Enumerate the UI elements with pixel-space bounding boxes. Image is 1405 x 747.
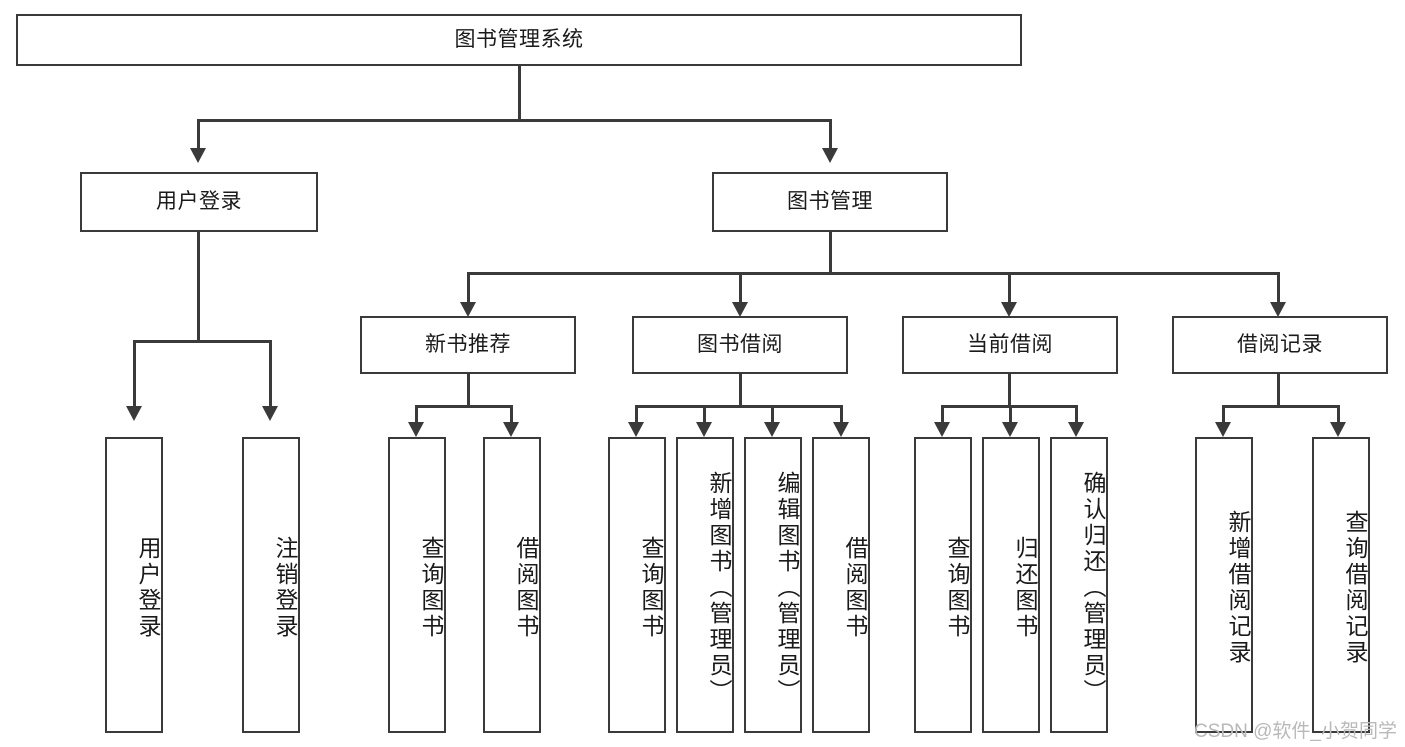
connector-book-borrow-bus bbox=[635, 405, 843, 408]
connector-borrow-record-leaf-1 bbox=[1337, 405, 1340, 425]
connector-book-borrow-leaf-2 bbox=[771, 405, 774, 425]
arrow-book-borrow-leaf-2 bbox=[764, 422, 780, 437]
connector-current-borrow-leaf-1 bbox=[1009, 405, 1012, 425]
arrow-current-borrow-leaf-1 bbox=[1002, 422, 1018, 437]
node-new-book-recommend[interactable]: 新书推荐 bbox=[360, 316, 576, 374]
leaf-user-login-logout[interactable]: 注销登录 bbox=[242, 437, 300, 733]
connector-user-login-bus bbox=[133, 340, 269, 343]
connector-to-borrow-record bbox=[1277, 272, 1280, 304]
connector-borrow-record-bus bbox=[1222, 405, 1340, 408]
connector-root-to-book-management bbox=[829, 119, 832, 150]
leaf-current-borrow-return-book[interactable]: 归还图书 bbox=[982, 437, 1040, 733]
node-label: 用户登录 bbox=[135, 536, 161, 640]
connector-current-borrow-leaf-0 bbox=[941, 405, 944, 425]
arrow-book-borrow-leaf-1 bbox=[696, 422, 712, 437]
connector-book-borrow-leaf-0 bbox=[635, 405, 638, 425]
node-label: 编辑图书（管理员） bbox=[774, 471, 800, 705]
arrow-to-new-book-recommend bbox=[460, 302, 476, 317]
connector-new-book-recommend-bus bbox=[415, 405, 513, 408]
node-book-management[interactable]: 图书管理 bbox=[712, 172, 948, 232]
leaf-user-login-user-login[interactable]: 用户登录 bbox=[105, 437, 163, 733]
connector-root-stem bbox=[518, 66, 521, 120]
arrow-user-login-leaf-1 bbox=[262, 406, 278, 421]
arrow-new-book-recommend-leaf-0 bbox=[408, 422, 424, 437]
leaf-book-borrow-edit-book-admin[interactable]: 编辑图书（管理员） bbox=[744, 437, 802, 733]
connector-new-book-recommend-leaf-0 bbox=[415, 405, 418, 425]
arrow-user-login-leaf-0 bbox=[126, 406, 142, 421]
connector-current-borrow-stem bbox=[1008, 374, 1011, 407]
connector-current-borrow-leaf-2 bbox=[1075, 405, 1078, 425]
node-label: 查询图书 bbox=[944, 536, 970, 640]
node-label: 新书推荐 bbox=[425, 333, 511, 357]
node-borrow-record[interactable]: 借阅记录 bbox=[1172, 316, 1388, 374]
connector-user-login-leaf-1 bbox=[269, 340, 272, 408]
node-label: 归还图书 bbox=[1012, 536, 1038, 640]
connector-book-borrow-leaf-3 bbox=[840, 405, 843, 425]
connector-user-login-stem bbox=[197, 232, 200, 342]
leaf-new-book-recommend-borrow-book[interactable]: 借阅图书 bbox=[483, 437, 541, 733]
connector-to-new-book-recommend bbox=[467, 272, 470, 304]
node-label: 图书管理 bbox=[787, 190, 873, 214]
node-root-book-management-system[interactable]: 图书管理系统 bbox=[16, 14, 1022, 66]
arrow-book-borrow-leaf-0 bbox=[628, 422, 644, 437]
node-current-borrow[interactable]: 当前借阅 bbox=[902, 316, 1118, 374]
node-user-login[interactable]: 用户登录 bbox=[80, 172, 318, 232]
leaf-book-borrow-add-book-admin[interactable]: 新增图书（管理员） bbox=[676, 437, 734, 733]
node-label: 注销登录 bbox=[272, 536, 298, 640]
node-label: 查询图书 bbox=[418, 536, 444, 640]
node-label: 确认归还（管理员） bbox=[1080, 471, 1106, 705]
connector-book-borrow-leaf-1 bbox=[703, 405, 706, 425]
node-label: 当前借阅 bbox=[967, 333, 1053, 357]
arrow-current-borrow-leaf-0 bbox=[934, 422, 950, 437]
connector-level2-bus bbox=[467, 272, 1279, 275]
arrow-to-book-borrow bbox=[732, 302, 748, 317]
connector-book-management-stem bbox=[829, 232, 832, 274]
leaf-new-book-recommend-query-book[interactable]: 查询图书 bbox=[388, 437, 446, 733]
leaf-current-borrow-query-book[interactable]: 查询图书 bbox=[914, 437, 972, 733]
arrow-root-to-user-login bbox=[190, 148, 206, 163]
leaf-borrow-record-query-record[interactable]: 查询借阅记录 bbox=[1312, 437, 1370, 733]
node-label: 查询图书 bbox=[638, 536, 664, 640]
node-label: 图书借阅 bbox=[697, 333, 783, 357]
node-label: 图书管理系统 bbox=[454, 28, 584, 52]
connector-book-borrow-stem bbox=[739, 374, 742, 407]
leaf-book-borrow-query-book[interactable]: 查询图书 bbox=[608, 437, 666, 733]
arrow-new-book-recommend-leaf-1 bbox=[503, 422, 519, 437]
connector-to-current-borrow bbox=[1008, 272, 1011, 304]
arrow-to-current-borrow bbox=[1001, 302, 1017, 317]
connector-borrow-record-leaf-0 bbox=[1222, 405, 1225, 425]
arrow-borrow-record-leaf-0 bbox=[1215, 422, 1231, 437]
node-label: 借阅图书 bbox=[842, 536, 868, 640]
connector-root-bus bbox=[197, 119, 832, 122]
arrow-root-to-book-management bbox=[822, 148, 838, 163]
node-label: 借阅图书 bbox=[513, 536, 539, 640]
connector-user-login-leaf-0 bbox=[133, 340, 136, 408]
connector-borrow-record-stem bbox=[1277, 374, 1280, 407]
node-label: 借阅记录 bbox=[1237, 333, 1323, 357]
node-label: 用户登录 bbox=[156, 190, 242, 214]
leaf-book-borrow-borrow-book[interactable]: 借阅图书 bbox=[812, 437, 870, 733]
node-label: 新增图书（管理员） bbox=[706, 471, 732, 705]
arrow-book-borrow-leaf-3 bbox=[833, 422, 849, 437]
leaf-current-borrow-confirm-return-admin[interactable]: 确认归还（管理员） bbox=[1050, 437, 1108, 733]
node-label: 新增借阅记录 bbox=[1225, 510, 1251, 666]
node-book-borrow[interactable]: 图书借阅 bbox=[632, 316, 848, 374]
connector-new-book-recommend-leaf-1 bbox=[510, 405, 513, 425]
arrow-borrow-record-leaf-1 bbox=[1330, 422, 1346, 437]
arrow-to-borrow-record bbox=[1270, 302, 1286, 317]
leaf-borrow-record-add-record[interactable]: 新增借阅记录 bbox=[1195, 437, 1253, 733]
arrow-current-borrow-leaf-2 bbox=[1068, 422, 1084, 437]
connector-to-book-borrow bbox=[739, 272, 742, 304]
connector-root-to-user-login bbox=[197, 119, 200, 150]
node-label: 查询借阅记录 bbox=[1342, 510, 1368, 666]
watermark-text: CSDN @软件_小贺同学 bbox=[1194, 721, 1397, 742]
connector-new-book-recommend-stem bbox=[467, 374, 470, 407]
